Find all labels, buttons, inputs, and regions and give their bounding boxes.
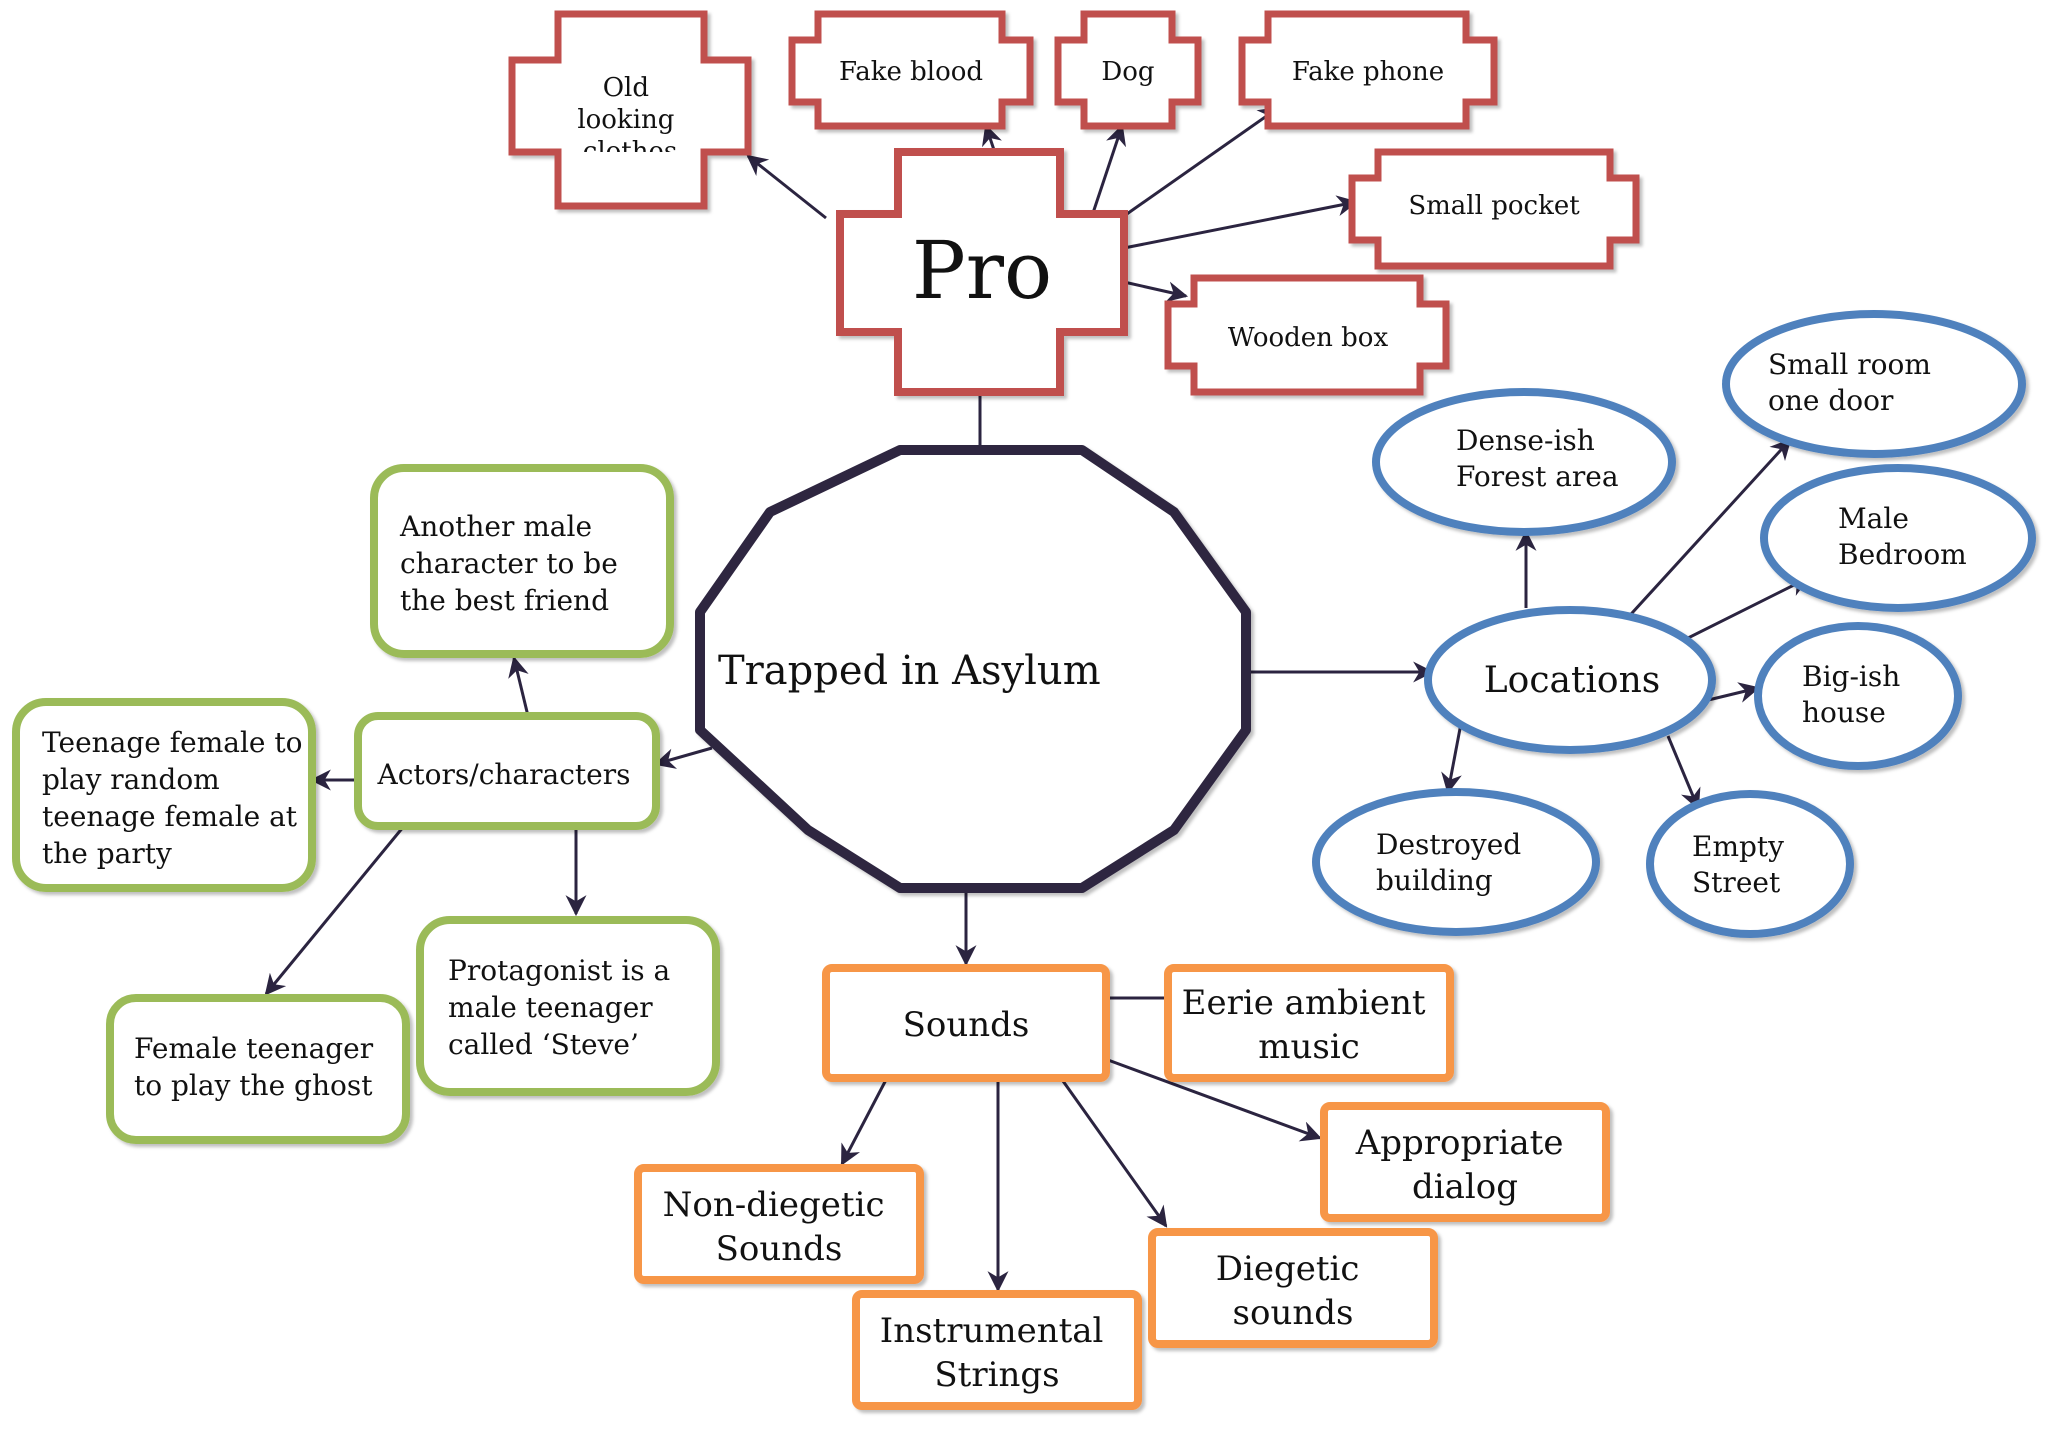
arrow-props-to-dog — [1090, 124, 1126, 217]
sound-eerie-shape — [1164, 964, 1454, 1082]
prop-dog-label: Dog — [1101, 57, 1154, 87]
location-forest-shape — [1372, 388, 1676, 536]
props-hub-label: Pro — [912, 224, 1052, 317]
actors-hub-label: Actors/characters — [377, 758, 631, 791]
prop-blood-label: Fake blood — [839, 57, 983, 87]
arrow-props-to-pocket — [1123, 195, 1359, 250]
arrow-locations-to-bedroom — [1683, 576, 1810, 642]
location-destroyed-label: Destroyed building — [1376, 828, 1530, 897]
prop-dog-shape — [1054, 10, 1202, 130]
actor-ghost-shape — [106, 994, 410, 1144]
arrow-locations-to-smallroom — [1620, 438, 1792, 626]
prop-clothes-shape — [508, 10, 752, 210]
actor-friend-label: Another male character to be the best fr… — [399, 510, 627, 617]
actor-friend-shape — [370, 464, 674, 658]
sound-nondiegetic-label: Non-diegetic Sounds — [663, 1185, 896, 1269]
prop-clothes-label: Old looking clothes — [577, 73, 682, 167]
sounds-hub-shape — [822, 964, 1110, 1082]
prop-box-shape — [1164, 274, 1450, 396]
arrow-props-to-box — [1123, 280, 1189, 303]
actors-hub-shape — [354, 712, 660, 830]
arrow-locations-to-street — [1666, 735, 1701, 810]
location-smallroom-label: Small room one door — [1768, 348, 1940, 417]
location-house-label: Big-ish house — [1802, 660, 1909, 729]
actor-protagonist-label: Protagonist is a male teenager called ‘S… — [448, 954, 679, 1061]
sounds-labels: Sounds Eerie ambient music Appropriate d… — [663, 983, 1575, 1395]
arrow-props-to-clothes — [746, 154, 827, 220]
prop-phone-label: Fake phone — [1292, 57, 1444, 87]
prop-phone-shape — [1238, 10, 1498, 130]
actor-protagonist-shape — [416, 916, 720, 1096]
sound-nondiegetic-shape — [634, 1164, 924, 1284]
arrow-props-to-phone — [1123, 106, 1280, 218]
props-group: Pro Old looking clothes Fake blood Dog F… — [508, 10, 1640, 396]
sounds-hub-label: Sounds — [903, 1005, 1030, 1045]
location-street-shape — [1646, 790, 1854, 938]
arrow-sounds-to-diegetic — [1056, 1073, 1168, 1228]
location-forest-label: Dense-ish Forest area — [1456, 424, 1619, 493]
arrow-central-to-actors — [653, 746, 713, 769]
prop-pocket-shape — [1348, 148, 1640, 270]
arrow-locations-to-destroyed — [1441, 717, 1464, 795]
actors-group — [12, 464, 720, 1144]
props-hub-shape — [836, 148, 1128, 396]
sound-diegetic-shape — [1148, 1228, 1438, 1348]
central-node: Trapped in Asylum — [695, 445, 1251, 893]
central-label: Trapped in Asylum — [718, 648, 1101, 694]
locations-group — [1312, 310, 2036, 938]
central-dodecagon — [695, 445, 1251, 893]
sound-dialog-shape — [1320, 1102, 1610, 1222]
actor-ghost-label: Female teenager to play the ghost — [134, 1032, 382, 1102]
location-house-shape — [1754, 622, 1962, 770]
location-smallroom-shape — [1722, 310, 2026, 458]
sound-eerie-label: Eerie ambient music — [1182, 983, 1437, 1067]
sound-strings-label: Instrumental Strings — [880, 1311, 1114, 1395]
locations-labels: Locations Dense-ish Forest area Small ro… — [1376, 348, 1967, 899]
location-street-label: Empty Street — [1692, 830, 1793, 899]
sound-strings-shape — [852, 1290, 1142, 1410]
prop-box-label: Wooden box — [1228, 323, 1389, 353]
locations-hub-label: Locations — [1484, 660, 1661, 701]
arrow-actors-to-friend — [508, 655, 530, 717]
actors-labels: Actors/characters Another male character… — [42, 510, 679, 1102]
locations-hub-shape — [1424, 606, 1716, 754]
actor-party-label: Teenage female to play random teenage fe… — [42, 726, 311, 870]
prop-pocket-label: Small pocket — [1408, 191, 1580, 221]
prop-blood-shape — [788, 10, 1034, 130]
location-bedroom-label: Male Bedroom — [1838, 502, 1967, 571]
sounds-group — [634, 964, 1610, 1410]
location-destroyed-shape — [1312, 788, 1600, 936]
location-bedroom-shape — [1760, 464, 2036, 612]
arrow-sounds-to-dialog — [1107, 1058, 1322, 1142]
sound-diegetic-label: Diegetic sounds — [1216, 1249, 1371, 1333]
arrow-sounds-to-nondiegetic — [840, 1075, 890, 1166]
actor-party-shape — [12, 698, 316, 892]
arrow-actors-to-ghost — [264, 825, 406, 996]
sound-dialog-label: Appropriate dialog — [1355, 1123, 1575, 1207]
